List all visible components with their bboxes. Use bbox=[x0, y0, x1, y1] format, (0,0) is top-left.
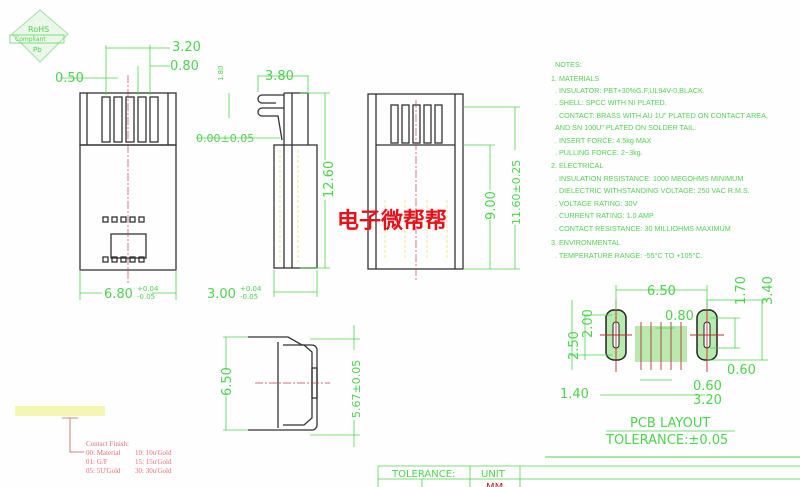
dim-length: 12.60 bbox=[322, 161, 337, 198]
dim-small: 1.80 bbox=[217, 65, 225, 81]
pcb-dim-h2: 3.40 bbox=[761, 276, 776, 305]
note-line: . SHELL: SPCC WITH NI PLATED. bbox=[555, 98, 667, 107]
note-line: . TEMPERATURE RANGE: -55°C TO +105°C. bbox=[555, 251, 703, 260]
dim-width-tol-minus: -0.05 bbox=[137, 293, 155, 301]
rohs-pb-text: Pb bbox=[33, 46, 42, 54]
finish-option: 10: 10u'Gold bbox=[135, 449, 172, 457]
pcb-dim-pad: 0.60 bbox=[727, 363, 756, 378]
note-line: . INSERT FORCE: 4.5kg MAX bbox=[555, 136, 652, 145]
note-line: . CURRENT RATING: 1.0 AMP. bbox=[555, 211, 655, 220]
front-view: 3.20 0.50 0.80 6.80 +0.04 -0.05 bbox=[55, 40, 201, 302]
pcb-dim-pitch: 0.80 bbox=[665, 309, 694, 324]
note-line: . PULLING FORCE: 2~3kg. bbox=[555, 148, 643, 157]
note-line: . CONTACT RESISTANCE: 30 MILLIOHMS MAXIM… bbox=[555, 224, 731, 233]
dim-thickness-tol-plus: +0.04 bbox=[240, 285, 262, 293]
finish-option: 01: G/F bbox=[86, 458, 108, 466]
dim-top-width: 3.20 bbox=[172, 40, 201, 55]
dim-width: 6.80 bbox=[104, 287, 133, 302]
pcb-layout-title: PCB LAYOUT bbox=[630, 416, 710, 431]
pcb-dim-edge: 1.40 bbox=[560, 387, 589, 402]
unit-value: MM bbox=[486, 482, 503, 487]
unit-label: UNIT bbox=[481, 469, 506, 480]
pcb-dim-left2: 2.50 bbox=[567, 331, 582, 360]
rohs-logo: RoHS Compliant Pb bbox=[9, 9, 69, 63]
side-view: 1.80 3.80 0.00±0.05 3.00 +0.04 -0.05 12.… bbox=[196, 65, 337, 302]
dim-pin-width: 0.50 bbox=[55, 71, 84, 86]
top-view: 9.00 11.60±0.25 bbox=[367, 93, 523, 280]
notes-title: NOTES: bbox=[555, 60, 582, 69]
dim-inner: 9.00 bbox=[484, 191, 499, 220]
pcb-dim-width: 3.20 bbox=[693, 393, 722, 408]
note-line: 1. MATERIALS bbox=[551, 74, 599, 83]
note-line: AND SN 100U" PLATED ON SOLDER TAIL. bbox=[555, 123, 696, 132]
note-line: . INSULATOR: PBT+30%G.F,UL94V-0,BLACK. bbox=[555, 86, 705, 95]
tolerance-label: TOLERANCE: bbox=[391, 469, 455, 480]
pcb-dim-span: 6.50 bbox=[647, 284, 676, 299]
note-line: . DIELECTRIC WITHSTANDING VOLTAGE: 250 V… bbox=[555, 186, 750, 195]
notes: NOTES: 1. MATERIALS . INSULATOR: PBT+30%… bbox=[551, 60, 768, 260]
dim-offset: 0.00±0.05 bbox=[196, 132, 254, 145]
watermark: 电子微帮帮 bbox=[337, 208, 447, 234]
pcb-dim-left1: 2.00 bbox=[581, 309, 596, 338]
note-line: . VOLTAGE RATING: 30V bbox=[555, 199, 637, 208]
dim-total: 11.60±0.25 bbox=[510, 160, 523, 225]
front-pins bbox=[101, 96, 159, 143]
rohs-text: RoHS bbox=[28, 25, 49, 34]
dim-end-depth: 5.67±0.05 bbox=[350, 360, 363, 418]
contact-finish-title: Contact Finish: bbox=[86, 440, 129, 448]
finish-option: 30: 30u'Gold bbox=[135, 467, 172, 475]
pcb-layout: 6.50 0.80 1.70 3.40 2.00 2.50 0.60 0.60 … bbox=[560, 276, 776, 448]
contact-finish: Contact Finish: 00: Material 01: G/F 05:… bbox=[15, 406, 172, 475]
dim-end-height: 6.50 bbox=[220, 367, 235, 396]
dim-thickness-tol-minus: -0.05 bbox=[240, 293, 258, 301]
dim-hook: 3.80 bbox=[265, 69, 294, 84]
pcb-tolerance: TOLERANCE:±0.05 bbox=[605, 433, 728, 448]
note-line: 3. ENVIRONMENTAL bbox=[551, 238, 620, 247]
finish-option: 15: 15u'Gold bbox=[135, 458, 172, 466]
finish-option: 05: 5U'Gold bbox=[86, 467, 121, 475]
end-view: 6.50 5.67±0.05 bbox=[218, 325, 363, 447]
finish-option: 00: Material bbox=[86, 449, 120, 457]
front-windows bbox=[102, 216, 147, 263]
note-line: . CONTACT: BRASS WITH AU 1U" PLATED ON C… bbox=[555, 111, 768, 120]
pcb-dim-pad2: 0.60 bbox=[693, 379, 722, 394]
dim-thickness: 3.00 bbox=[207, 287, 236, 302]
note-line: . INSULATION RESISTANCE: 1000 MEGOHMS MI… bbox=[555, 174, 743, 183]
dim-pitch: 0.80 bbox=[170, 59, 199, 74]
title-block: TOLERANCE: UNIT MM bbox=[377, 465, 800, 487]
dim-width-tol-plus: +0.04 bbox=[137, 285, 159, 293]
pcb-dim-h1: 1.70 bbox=[734, 276, 749, 305]
note-line: 2. ELECTRICAL bbox=[551, 161, 603, 170]
rohs-compliant-text: Compliant bbox=[15, 36, 46, 43]
